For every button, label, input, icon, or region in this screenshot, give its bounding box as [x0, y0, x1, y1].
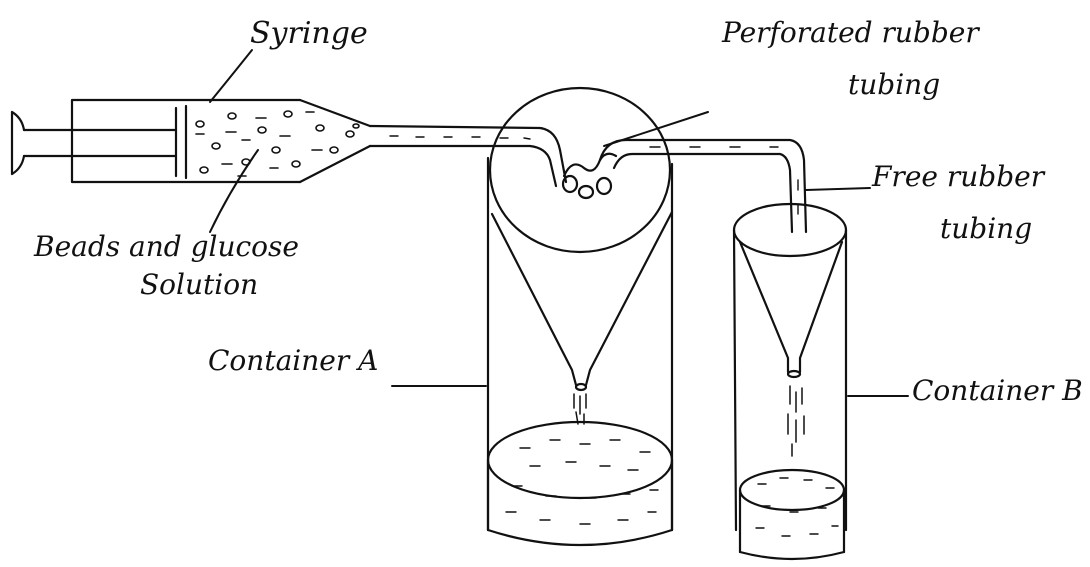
container-a-drips — [574, 394, 586, 424]
container-a-bead-collection — [488, 422, 672, 545]
beads-solution-label-line2: Solution — [140, 270, 258, 299]
leader-beads — [210, 150, 258, 232]
leader-free-tubing — [806, 188, 870, 190]
syringe-plunger-head — [176, 106, 186, 178]
syringe-thumb-rest — [12, 112, 24, 174]
free-tubing-label-line1: Free rubber — [872, 162, 1044, 191]
perforated-tubing-label-line1: Perforated rubber — [722, 18, 979, 47]
feed-tube — [370, 126, 566, 186]
perforated-tubing-label-line2: tubing — [848, 70, 940, 99]
perforated-tubing — [563, 154, 616, 198]
leader-syringe — [210, 50, 252, 102]
container-b-drips — [788, 386, 804, 456]
syringe-label: Syringe — [250, 18, 368, 50]
container-a — [488, 88, 672, 545]
syringe-beads — [196, 111, 359, 176]
container-a-label: Container A — [208, 346, 378, 375]
container-b-mouth — [734, 204, 846, 256]
syringe-plunger-rod — [24, 130, 176, 156]
container-a-walls — [488, 158, 672, 530]
free-tubing-label-line2: tubing — [940, 214, 1032, 243]
beads-solution-label-line1: Beads and glucose — [34, 232, 299, 261]
container-b — [734, 204, 846, 559]
syringe — [12, 100, 370, 182]
container-a-funnel — [492, 212, 672, 385]
container-a-mouth — [490, 88, 670, 252]
container-b-funnel — [740, 242, 842, 372]
free-rubber-tube — [600, 140, 806, 232]
container-b-bead-collection — [740, 470, 844, 559]
container-b-label: Container B — [912, 376, 1083, 405]
